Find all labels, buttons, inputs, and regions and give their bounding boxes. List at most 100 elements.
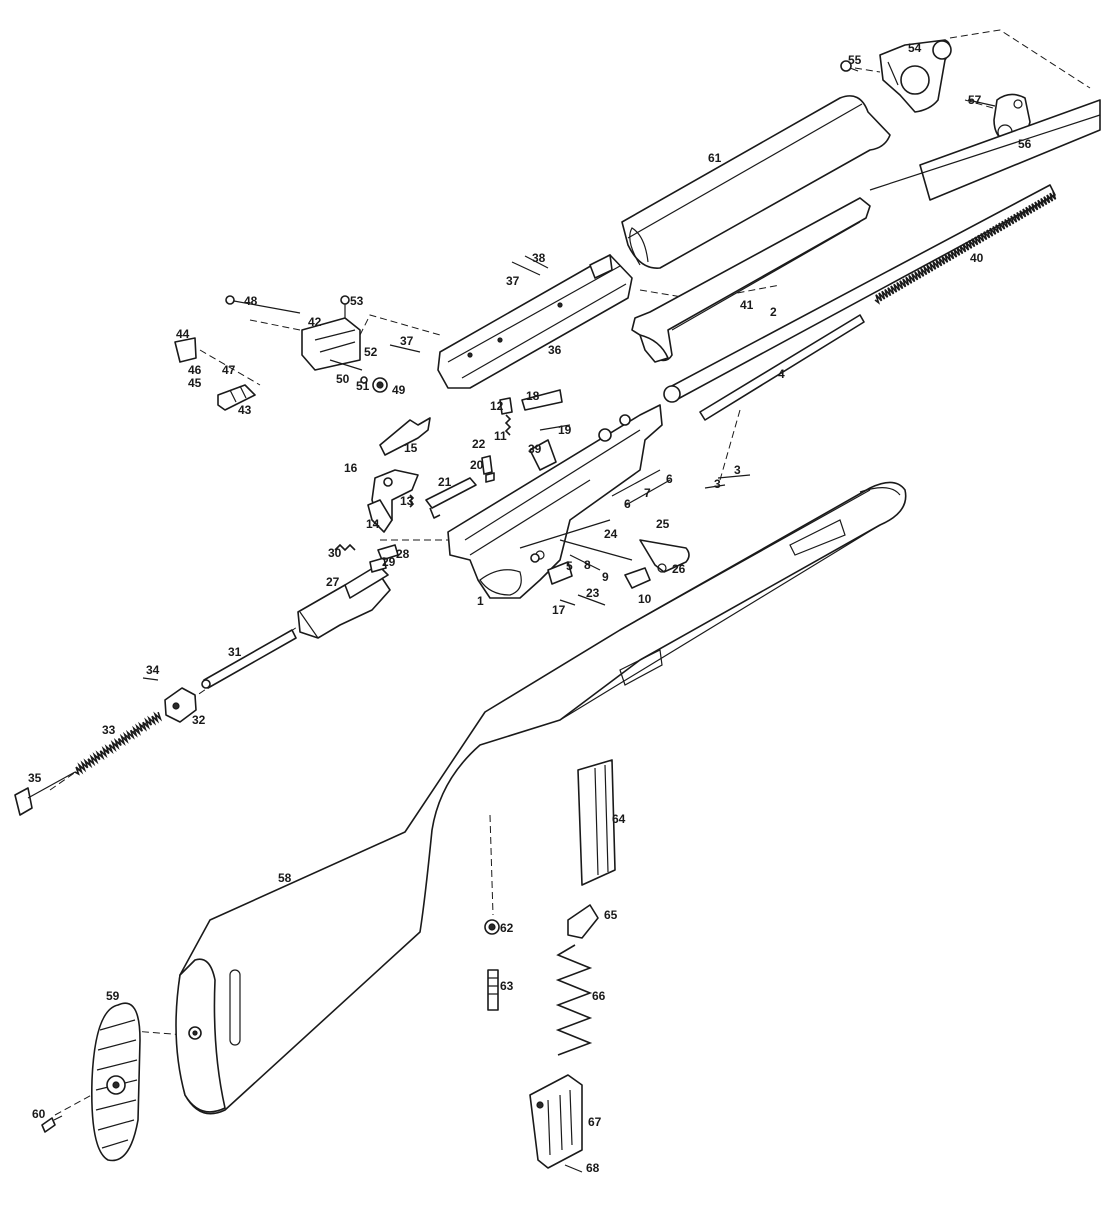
- label-part-16: 16: [344, 461, 358, 475]
- label-part-8: 8: [584, 558, 591, 572]
- label-part-12: 12: [490, 399, 504, 413]
- housing-internal-parts: [481, 389, 571, 483]
- bolt: [297, 564, 391, 639]
- label-part-59: 59: [106, 989, 120, 1003]
- label-part-1: 1: [477, 594, 484, 608]
- operating-slide: [631, 197, 871, 363]
- label-part-20: 20: [470, 458, 484, 472]
- label-part-49: 49: [392, 383, 406, 397]
- operating-rod: [663, 184, 1056, 403]
- buffer-pin: [142, 677, 159, 681]
- buffer: [164, 687, 197, 723]
- handguard: [621, 95, 891, 269]
- stock: [175, 481, 907, 1115]
- label-part-41: 41: [740, 298, 754, 312]
- label-part-4: 4: [778, 367, 785, 381]
- label-part-66: 66: [592, 989, 606, 1003]
- magazine-catch: [530, 553, 573, 585]
- label-part-25: 25: [656, 517, 670, 531]
- trigger: [367, 499, 393, 533]
- label-part-29: 29: [382, 555, 396, 569]
- label-part-56: 56: [1018, 137, 1032, 151]
- cover-pins: [389, 255, 549, 353]
- label-part-58: 58: [278, 871, 292, 885]
- label-part-45: 45: [188, 376, 202, 390]
- label-part-15: 15: [404, 441, 418, 455]
- front-band: [879, 39, 952, 113]
- butt-plate-screw: [41, 1115, 63, 1133]
- label-part-13: 13: [400, 494, 414, 508]
- label-part-57: 57: [968, 93, 982, 107]
- label-part-26: 26: [672, 562, 686, 576]
- label-part-19: 19: [558, 423, 572, 437]
- label-part-11: 11: [494, 429, 507, 443]
- label-part-50: 50: [336, 372, 350, 386]
- label-part-27: 27: [326, 575, 340, 589]
- firing-pin: [201, 629, 297, 689]
- trigger-housing: [447, 404, 663, 599]
- safety-sear: [425, 477, 477, 519]
- label-part-37b: 37: [400, 334, 414, 348]
- label-part-30: 30: [328, 546, 342, 560]
- label-part-46: 46: [188, 363, 202, 377]
- label-part-17: 17: [552, 603, 566, 617]
- label-part-21: 21: [438, 475, 452, 489]
- label-part-39: 39: [528, 442, 542, 456]
- swivel-screw: [840, 60, 859, 72]
- label-part-23: 23: [586, 586, 600, 600]
- label-part-67: 67: [588, 1115, 602, 1129]
- label-part-31: 31: [228, 645, 242, 659]
- label-part-40: 40: [970, 251, 984, 265]
- label-part-9: 9: [602, 570, 609, 584]
- label-part-54: 54: [908, 41, 922, 55]
- butt-plate: [91, 1002, 141, 1162]
- label-part-65: 65: [604, 908, 618, 922]
- label-part-68: 68: [586, 1161, 600, 1175]
- label-part-35: 35: [28, 771, 42, 785]
- label-part-6a: 6: [666, 472, 673, 486]
- label-part-44: 44: [176, 327, 190, 341]
- hammer-spring-guide: [379, 417, 431, 456]
- label-part-51: 51: [356, 379, 370, 393]
- buffer-spring: [74, 711, 163, 776]
- recoil-spring: [874, 191, 1057, 305]
- label-part-28: 28: [396, 547, 410, 561]
- label-part-53: 53: [350, 294, 364, 308]
- label-part-3a: 3: [734, 463, 741, 477]
- label-part-48: 48: [244, 294, 258, 308]
- label-part-14: 14: [366, 517, 380, 531]
- label-part-61: 61: [708, 151, 722, 165]
- part-number-labels: 1 2 3 3 4 5 6 6 7 8 9 10 11 12 13 14 15 …: [28, 41, 1032, 1175]
- label-part-37a: 37: [506, 274, 520, 288]
- label-part-43: 43: [238, 403, 252, 417]
- trigger-pins: [519, 469, 751, 606]
- magazine-spring: [555, 944, 593, 1056]
- label-part-22: 22: [472, 437, 486, 451]
- lug-pin: [967, 99, 996, 107]
- label-part-60: 60: [32, 1107, 46, 1121]
- label-part-3b: 3: [714, 477, 721, 491]
- recoil-spring-guide: [699, 314, 865, 421]
- label-part-6b: 6: [624, 497, 631, 511]
- stock-nut: [484, 919, 500, 935]
- label-part-2: 2: [770, 305, 777, 319]
- label-part-24: 24: [604, 527, 618, 541]
- label-part-42: 42: [308, 315, 322, 329]
- label-part-36: 36: [548, 343, 562, 357]
- label-part-7: 7: [644, 486, 651, 500]
- label-part-64: 64: [612, 812, 626, 826]
- rear-sight-screw: [225, 295, 350, 318]
- trigger-spring-lever: [624, 539, 690, 589]
- label-part-34: 34: [146, 663, 160, 677]
- label-part-63: 63: [500, 979, 514, 993]
- guide-rod: [14, 771, 76, 816]
- label-part-52: 52: [364, 345, 378, 359]
- barrel: [869, 99, 1101, 201]
- label-part-55: 55: [848, 53, 862, 67]
- label-part-18: 18: [526, 389, 540, 403]
- stock-screw: [487, 969, 499, 1011]
- label-part-33: 33: [102, 723, 116, 737]
- label-part-38: 38: [532, 251, 546, 265]
- rear-sight-aperture: [174, 337, 256, 411]
